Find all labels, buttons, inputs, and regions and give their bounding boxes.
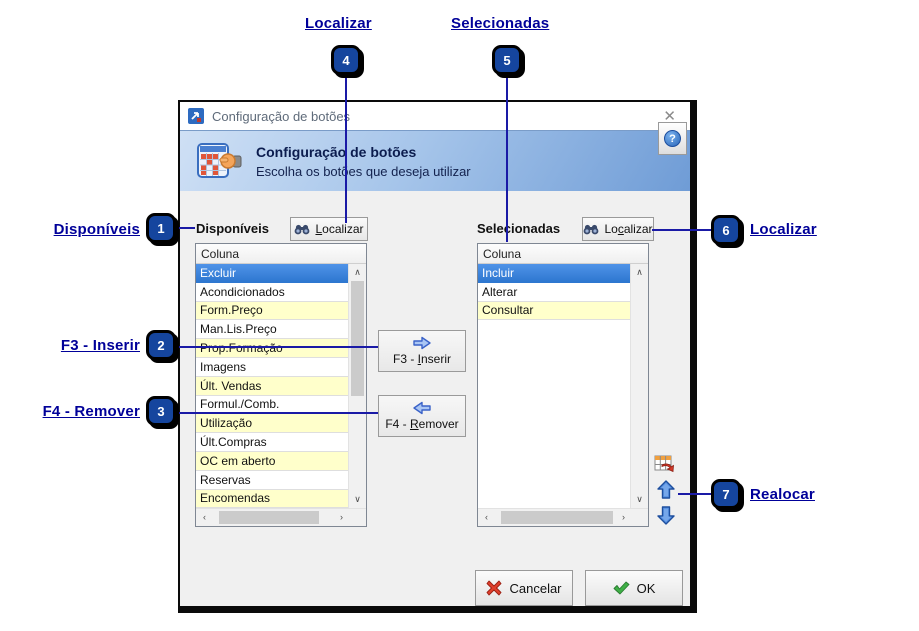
callout-label-f3-inserir: F3 - Inserir [60,337,140,354]
callout-line-1 [179,227,195,229]
header-text: Configuração de botões Escolha os botões… [256,144,471,179]
title-bar: Configuração de botões ✕ [180,102,690,130]
move-down-icon[interactable] [656,505,676,525]
cancel-button[interactable]: Cancelar [475,570,573,606]
list-item[interactable]: Form.Preço [196,301,348,321]
help-button[interactable]: ? [658,122,687,155]
callout-line-2 [179,346,378,348]
callout-line-4 [345,77,347,223]
window-title: Configuração de botões [212,108,351,124]
callout-line-5 [506,77,508,242]
scroll-left-icon[interactable]: ‹ [203,512,206,522]
list-item[interactable]: Man.Lis.Preço [196,320,348,340]
scroll-down-icon[interactable]: ∨ [636,494,643,504]
scroll-down-icon[interactable]: ∨ [354,494,361,504]
ok-button[interactable]: OK [585,570,683,606]
close-icon[interactable]: ✕ [663,107,676,125]
configuracao-de-botoes-dialog: Configuração de botões ✕ [178,100,697,613]
list-item[interactable]: Últ.Compras [196,433,348,452]
callout-label-localizar-left: Localizar [305,15,372,32]
move-up-icon[interactable] [656,480,676,500]
find-available-label: Localizar [315,222,364,236]
selected-horizontal-scrollbar[interactable]: ‹ › [478,508,648,526]
list-item[interactable]: Utilização [196,414,348,434]
scroll-up-icon[interactable]: ∧ [636,267,643,277]
list-item[interactable]: Acondicionados [196,282,348,302]
find-available-button[interactable]: Localizar [290,217,368,241]
arrow-left-icon [413,401,431,415]
list-item[interactable]: Excluir [196,264,348,283]
callout-label-selecionadas: Selecionadas [451,15,550,32]
scroll-right-icon[interactable]: › [622,512,625,522]
cancel-label: Cancelar [509,580,562,596]
header-subtitle: Escolha os botões que deseja utilizar [256,163,471,179]
ok-check-icon [613,581,630,595]
callout-badge-5: 5 [492,45,522,75]
callout-line-3 [179,412,378,414]
cancel-x-icon [487,580,502,596]
scroll-right-icon[interactable]: › [340,512,343,522]
available-label: Disponíveis [196,221,269,236]
f3-insert-button[interactable]: F3 - Inserir [378,330,466,372]
scrollbar-corner [632,509,648,526]
available-column-header[interactable]: Coluna [196,244,366,264]
scrollbar-corner [350,509,366,526]
available-horizontal-scrollbar[interactable]: ‹ › [196,508,366,526]
arrow-right-icon [413,336,431,350]
callout-label-localizar-right: Localizar [750,221,817,238]
callout-badge-7: 7 [711,479,741,509]
scrollbar-thumb[interactable] [501,511,613,524]
callout-label-realocar: Realocar [750,486,815,503]
header-title: Configuração de botões [256,143,417,160]
scroll-up-icon[interactable]: ∧ [354,267,361,277]
callout-label-disponiveis: Disponíveis [53,221,140,238]
selected-label: Selecionadas [477,221,561,236]
callout-badge-1: 1 [146,213,176,243]
f4-remove-label: F4 - Remover [385,417,459,431]
f4-remove-button[interactable]: F4 - Remover [378,395,466,437]
find-selected-button[interactable]: Localizar [582,217,654,241]
list-item[interactable]: Reservas [196,470,348,490]
ok-label: OK [636,580,656,596]
selected-vertical-scrollbar[interactable]: ∧ ∨ [630,264,648,508]
available-vertical-scrollbar[interactable]: ∧ ∨ [348,264,366,508]
binoculars-icon [584,224,599,234]
selected-column-header[interactable]: Coluna [478,244,648,264]
binoculars-icon [295,224,310,234]
list-item[interactable]: OC em aberto [196,451,348,471]
callout-badge-2: 2 [146,330,176,360]
app-icon [188,108,204,124]
help-icon: ? [664,130,681,147]
list-item[interactable]: Prop.Formação [196,339,348,358]
move-column-icon[interactable] [654,454,676,474]
callout-line-7 [678,493,711,495]
list-item[interactable]: Encomendas [196,489,348,508]
list-item[interactable]: Imagens [196,357,348,377]
callout-badge-3: 3 [146,396,176,426]
scroll-left-icon[interactable]: ‹ [485,512,488,522]
list-item[interactable]: Últ. Vendas [196,376,348,396]
scrollbar-thumb[interactable] [351,281,364,396]
f3-insert-label: F3 - Inserir [392,352,452,366]
dialog-header: Configuração de botões Escolha os botões… [180,130,690,191]
callout-line-6 [652,229,711,231]
list-item[interactable]: Consultar [478,301,630,321]
callout-label-f4-remover: F4 - Remover [42,403,140,420]
button-grid-hand-icon [197,143,242,178]
list-item[interactable]: Incluir [478,264,630,283]
callout-badge-4: 4 [331,45,361,75]
callout-badge-6: 6 [711,215,741,245]
find-selected-label: Localizar [604,222,653,236]
list-item[interactable]: Alterar [478,282,630,302]
scrollbar-thumb[interactable] [219,511,319,524]
